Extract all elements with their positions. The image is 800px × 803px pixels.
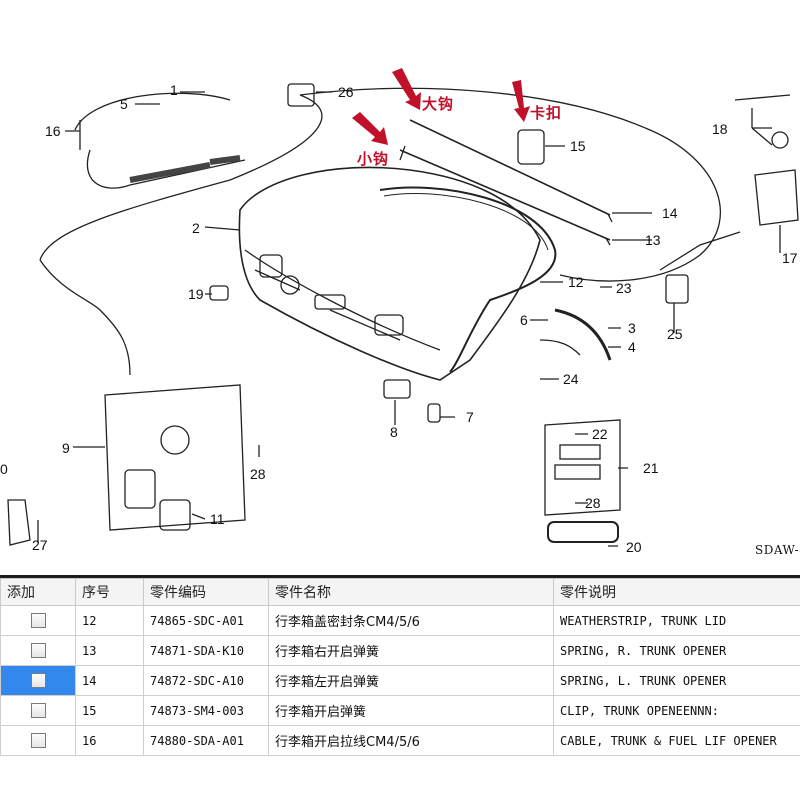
column-header-desc[interactable]: 零件说明 bbox=[554, 579, 800, 606]
seq-cell: 15 bbox=[76, 696, 144, 726]
diagram-code: SDAW- bbox=[755, 543, 799, 557]
column-header-name[interactable]: 零件名称 bbox=[269, 579, 554, 606]
part-desc-cell: SPRING, R. TRUNK OPENER bbox=[554, 636, 800, 666]
callout-23: 23 bbox=[616, 281, 632, 295]
callout-24: 24 bbox=[563, 372, 579, 386]
add-checkbox[interactable] bbox=[31, 733, 46, 748]
column-header-code[interactable]: 零件编码 bbox=[144, 579, 269, 606]
callout-22: 22 bbox=[592, 427, 608, 441]
seq-cell: 13 bbox=[76, 636, 144, 666]
callout-2: 2 bbox=[192, 221, 200, 235]
parts-table: 添加 序号 零件编码 零件名称 零件说明 12 74865-SDC-A01 行李… bbox=[0, 575, 800, 803]
callout-5: 5 bbox=[120, 97, 128, 111]
part-desc-cell: CABLE, TRUNK & FUEL LIF OPENER bbox=[554, 726, 800, 756]
table-row[interactable]: 13 74871-SDA-K10 行李箱右开启弹簧 SPRING, R. TRU… bbox=[1, 636, 800, 666]
callout-8: 8 bbox=[390, 425, 398, 439]
callout-14: 14 bbox=[662, 206, 678, 220]
parts-diagram: 1 5 16 26 2 19 6 9 11 28 27 12 14 13 15 … bbox=[0, 0, 800, 575]
seq-cell: 12 bbox=[76, 606, 144, 636]
table-row[interactable]: 12 74865-SDC-A01 行李箱盖密封条CM4/5/6 WEATHERS… bbox=[1, 606, 800, 636]
callout-16: 16 bbox=[45, 124, 61, 138]
column-header-add[interactable]: 添加 bbox=[1, 579, 76, 606]
callout-20: 20 bbox=[626, 540, 642, 554]
part-code-cell: 74865-SDC-A01 bbox=[144, 606, 269, 636]
seq-cell: 16 bbox=[76, 726, 144, 756]
callout-27: 27 bbox=[32, 538, 48, 552]
table-header-row: 添加 序号 零件编码 零件名称 零件说明 bbox=[1, 579, 800, 606]
callout-15: 15 bbox=[570, 139, 586, 153]
callout-28b: 28 bbox=[585, 496, 601, 510]
part-name-cell: 行李箱盖密封条CM4/5/6 bbox=[269, 606, 554, 636]
callout-26: 26 bbox=[338, 85, 354, 99]
part-name-cell: 行李箱左开启弹簧 bbox=[269, 666, 554, 696]
callout-7: 7 bbox=[466, 410, 474, 424]
callout-19: 19 bbox=[188, 287, 204, 301]
callout-12: 12 bbox=[568, 275, 584, 289]
callout-25: 25 bbox=[667, 327, 683, 341]
table-row[interactable]: 16 74880-SDA-A01 行李箱开启拉线CM4/5/6 CABLE, T… bbox=[1, 726, 800, 756]
callout-4: 4 bbox=[628, 340, 636, 354]
callout-1: 1 bbox=[170, 83, 178, 97]
table-row[interactable]: 15 74873-SM4-003 行李箱开启弹簧 CLIP, TRUNK OPE… bbox=[1, 696, 800, 726]
callout-9: 9 bbox=[62, 441, 70, 455]
callout-11: 11 bbox=[210, 512, 225, 526]
table-row-selected[interactable]: 14 74872-SDC-A10 行李箱左开启弹簧 SPRING, L. TRU… bbox=[1, 666, 800, 696]
part-code-cell: 74873-SM4-003 bbox=[144, 696, 269, 726]
annotation-clip: 卡扣 bbox=[530, 102, 562, 123]
callout-17: 17 bbox=[782, 251, 798, 265]
part-code-cell: 74871-SDA-K10 bbox=[144, 636, 269, 666]
callout-28a: 28 bbox=[250, 467, 266, 481]
add-checkbox[interactable] bbox=[31, 613, 46, 628]
callout-3: 3 bbox=[628, 321, 636, 335]
part-code-cell: 74880-SDA-A01 bbox=[144, 726, 269, 756]
add-checkbox[interactable] bbox=[31, 703, 46, 718]
part-name-cell: 行李箱开启拉线CM4/5/6 bbox=[269, 726, 554, 756]
column-header-seq[interactable]: 序号 bbox=[76, 579, 144, 606]
add-checkbox[interactable] bbox=[31, 673, 46, 688]
part-name-cell: 行李箱右开启弹簧 bbox=[269, 636, 554, 666]
parts-drawing bbox=[0, 0, 800, 575]
part-desc-cell: WEATHERSTRIP, TRUNK LID bbox=[554, 606, 800, 636]
callout-18: 18 bbox=[712, 122, 728, 136]
callout-6: 6 bbox=[520, 313, 528, 327]
seq-cell: 14 bbox=[76, 666, 144, 696]
part-name-cell: 行李箱开启弹簧 bbox=[269, 696, 554, 726]
edge-mark: 0 bbox=[0, 462, 8, 476]
part-code-cell: 74872-SDC-A10 bbox=[144, 666, 269, 696]
annotation-small-hook: 小钩 bbox=[357, 148, 389, 169]
add-checkbox[interactable] bbox=[31, 643, 46, 658]
annotation-big-hook: 大钩 bbox=[422, 93, 454, 114]
part-desc-cell: CLIP, TRUNK OPENEENNN: bbox=[554, 696, 800, 726]
callout-13: 13 bbox=[645, 233, 661, 247]
callout-21: 21 bbox=[643, 461, 659, 475]
part-desc-cell: SPRING, L. TRUNK OPENER bbox=[554, 666, 800, 696]
